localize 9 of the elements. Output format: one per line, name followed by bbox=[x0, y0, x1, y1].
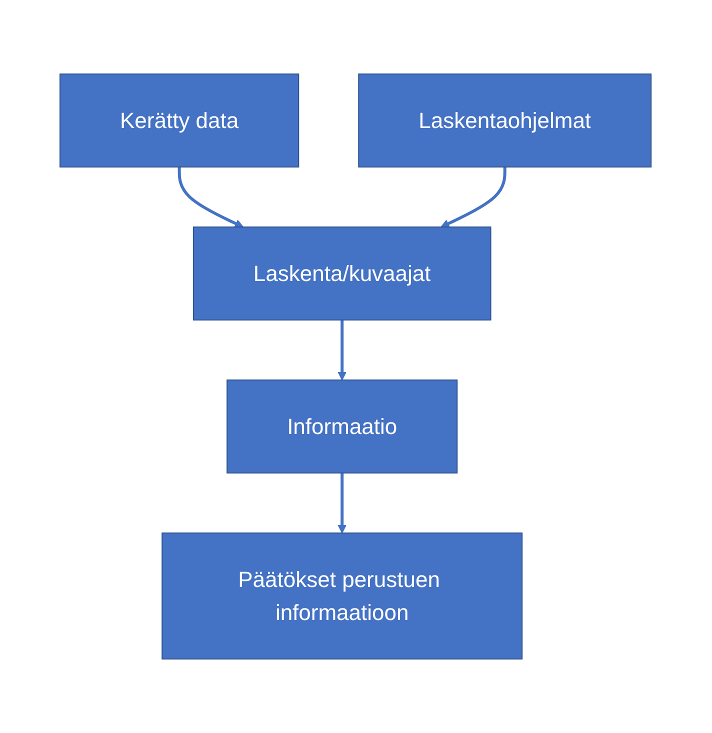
node-box: Päätökset perustuen informaatioon bbox=[162, 532, 524, 660]
node-box: Laskenta/kuvaajat bbox=[193, 226, 492, 320]
arrow bbox=[338, 320, 347, 380]
arrow bbox=[338, 473, 347, 534]
node-box: Kerätty data bbox=[60, 74, 300, 168]
node-box: Informaatio bbox=[227, 380, 458, 474]
arrow bbox=[178, 167, 244, 228]
node-box: Laskentaohjelmat bbox=[358, 74, 652, 168]
arrow bbox=[441, 167, 507, 228]
